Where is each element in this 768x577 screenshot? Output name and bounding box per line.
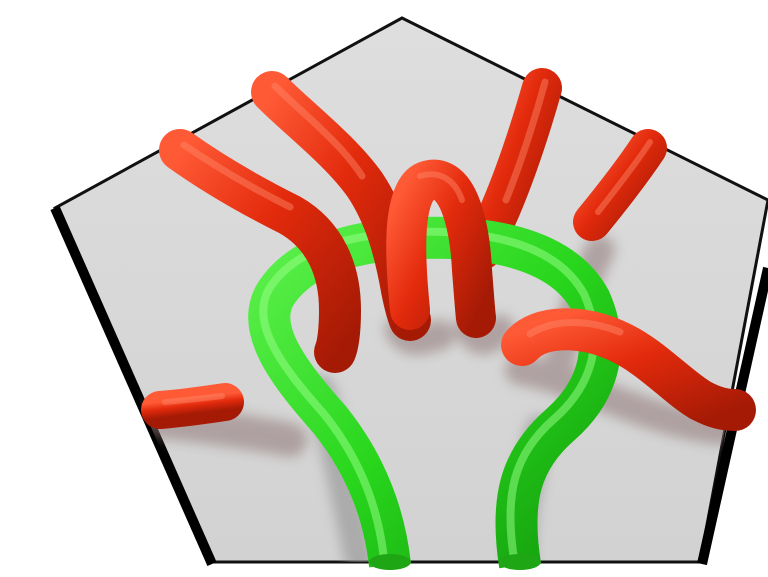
tangle-diagram xyxy=(0,0,768,577)
